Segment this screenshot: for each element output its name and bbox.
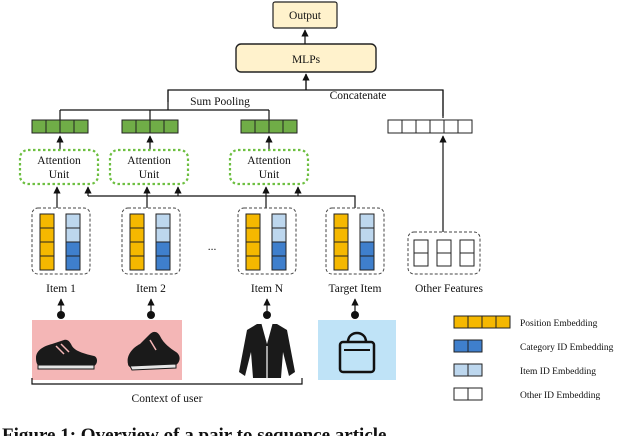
item-2-connector	[147, 298, 155, 319]
item-2-embedding	[121, 207, 181, 275]
attention-unit-n: Attention Unit	[228, 148, 310, 186]
other-features-label: Other Features	[415, 283, 484, 295]
attention-unit-2: Attention Unit	[108, 148, 190, 186]
figure-caption: Figure 1: Overview of a pair to sequence…	[2, 425, 386, 436]
attention-unit-1-label-line2: Unit	[49, 169, 70, 181]
legend-other-label: Other ID Embedding	[520, 391, 600, 401]
target-item-connector	[351, 298, 359, 319]
target-item-embedding	[325, 207, 385, 275]
other-features-embedding	[407, 231, 481, 275]
attention-unit-n-label-line1: Attention	[247, 155, 291, 167]
sum-pooling-label: Sum Pooling	[190, 96, 250, 108]
item-n-label: Item N	[251, 283, 284, 295]
output-box	[272, 1, 338, 29]
output-label: Output	[289, 10, 322, 22]
running-shoe-icon	[127, 331, 180, 371]
handbag-icon	[338, 331, 376, 374]
sneaker-icon	[36, 339, 97, 370]
attention-unit-n-label-line2: Unit	[259, 169, 280, 181]
legend: Position Embedding Category ID Embedding…	[453, 315, 614, 401]
item-n-embedding	[237, 207, 297, 275]
pooled-vector-1	[31, 119, 89, 134]
attention-unit-2-label-line1: Attention	[127, 155, 171, 167]
concatenate-label: Concatenate	[330, 90, 387, 102]
legend-other-embedding: Other ID Embedding	[453, 387, 600, 401]
item-1-connector	[57, 298, 65, 319]
pooled-vector-2	[121, 119, 179, 134]
legend-category-embedding: Category ID Embedding	[453, 339, 614, 353]
other-features-vector	[387, 119, 473, 134]
mlps-label: MLPs	[292, 54, 321, 66]
legend-itemid-label: Item ID Embedding	[520, 367, 596, 377]
target-to-attention-connector	[88, 195, 356, 208]
ellipsis: ...	[208, 241, 217, 253]
mlps-box	[235, 43, 377, 73]
legend-position-label: Position Embedding	[520, 319, 598, 329]
jacket-icon	[239, 323, 295, 378]
legend-category-label: Category ID Embedding	[520, 343, 614, 353]
target-item-label: Target Item	[329, 283, 382, 295]
item-2-label: Item 2	[136, 283, 166, 295]
item-n-connector	[263, 298, 271, 319]
pooled-vector-n	[240, 119, 298, 134]
item-1-embedding	[31, 207, 91, 275]
attention-unit-1-label-line1: Attention	[37, 155, 81, 167]
attention-unit-1: Attention Unit	[18, 148, 100, 186]
context-bracket	[31, 378, 303, 385]
context-label: Context of user	[132, 393, 203, 405]
item-1-label: Item 1	[46, 283, 76, 295]
legend-position-embedding: Position Embedding	[453, 315, 598, 329]
legend-itemid-embedding: Item ID Embedding	[453, 363, 596, 377]
attention-unit-2-label-line2: Unit	[139, 169, 160, 181]
